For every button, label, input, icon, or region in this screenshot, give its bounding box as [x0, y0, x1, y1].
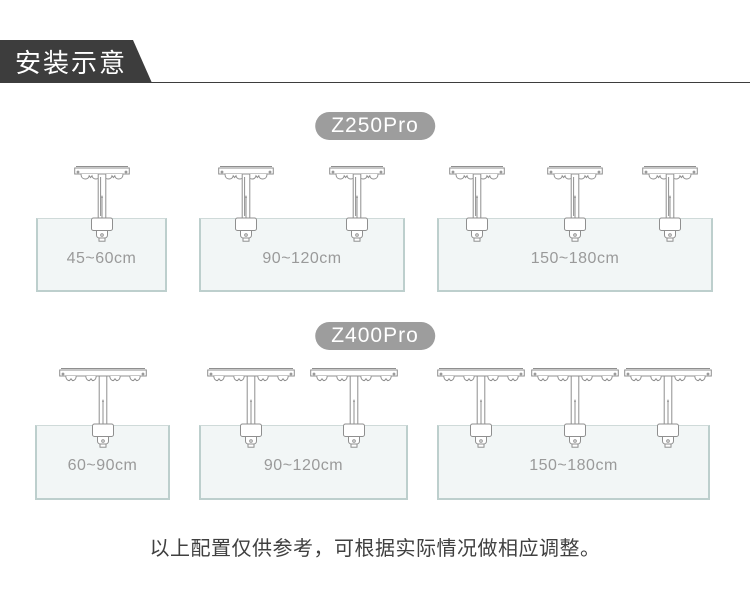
lamp-fixture-icon: [206, 368, 295, 448]
lamp-fixture-icon: [437, 368, 525, 448]
tank-45-60: 45~60cm: [36, 218, 167, 292]
tank-size-label: 150~180cm: [530, 249, 620, 267]
lamp-fixture-icon: [58, 368, 147, 448]
lamp-fixture-icon: [329, 166, 385, 242]
lamp-fixture-icon: [547, 166, 603, 242]
tank-90-120: 90~120cm: [199, 425, 408, 500]
lamp-fixture-icon: [449, 166, 505, 242]
lamp-fixture-icon: [218, 166, 274, 242]
tank-size-label: 60~90cm: [67, 457, 138, 474]
tank-size-label: 45~60cm: [66, 249, 137, 267]
header-divider-line: [0, 82, 750, 83]
lamp-fixture-icon: [73, 166, 130, 242]
tank-size-label: 90~120cm: [262, 249, 342, 267]
model-badge-z250pro: Z250Pro: [315, 112, 435, 140]
lamp-fixture-icon: [642, 166, 698, 242]
tank-size-label: 90~120cm: [263, 457, 344, 474]
disclaimer-note: 以上配置仅供参考，可根据实际情况做相应调整。: [149, 538, 601, 560]
lamp-fixture-icon: [531, 368, 619, 448]
tank-size-label: 150~180cm: [529, 457, 618, 474]
section-title: 安装示意: [15, 48, 128, 78]
section-title-ribbon: 安装示意: [0, 40, 152, 83]
lamp-fixture-icon: [624, 368, 712, 448]
tank-90-120: 90~120cm: [199, 218, 405, 292]
model-badge-z400pro: Z400Pro: [315, 322, 435, 350]
lamp-fixture-icon: [309, 368, 398, 448]
